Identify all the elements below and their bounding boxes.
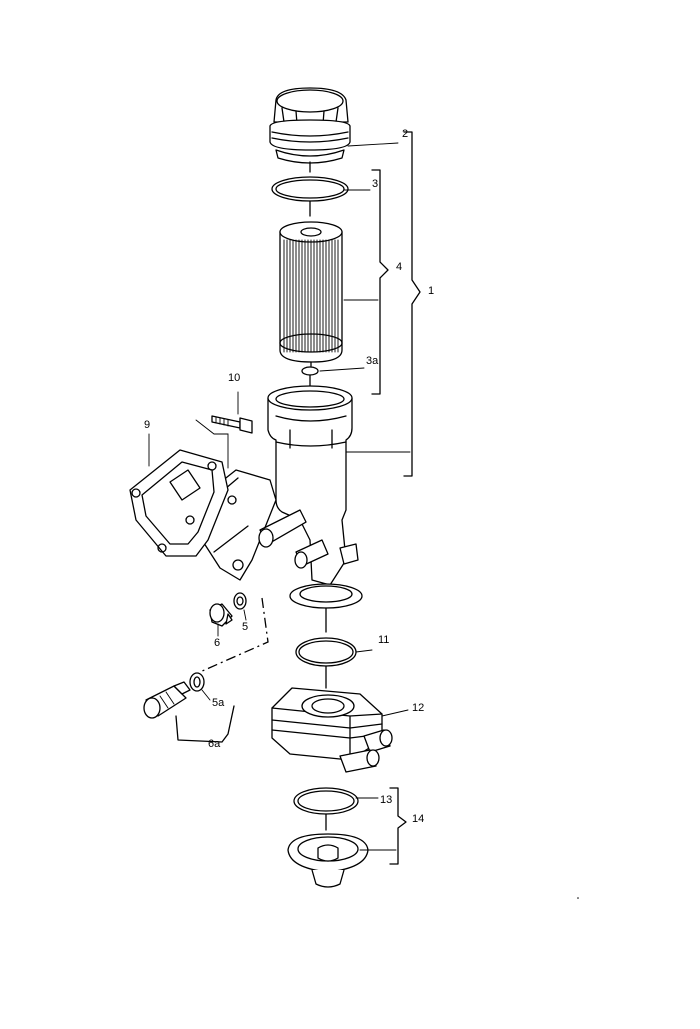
filter-element <box>279 221 343 367</box>
washer-5 <box>233 592 247 610</box>
o-ring-lower <box>293 787 359 831</box>
stray-mark <box>577 897 579 899</box>
callout-10: 10 <box>228 372 240 384</box>
callout-3: 3 <box>372 178 378 190</box>
bolt <box>211 415 253 434</box>
gasket <box>129 449 229 557</box>
callout-6: 6 <box>214 637 220 649</box>
callout-12: 12 <box>412 702 424 714</box>
bottom-cover <box>287 833 369 888</box>
callout-13: 13 <box>380 794 392 806</box>
o-ring-middle <box>295 637 357 689</box>
callout-11: 11 <box>378 634 389 646</box>
o-ring-upper <box>271 176 349 217</box>
oil-cooler <box>271 687 393 773</box>
union-fitting <box>143 681 191 719</box>
leaders <box>148 131 421 865</box>
callout-6a: 6a <box>208 738 221 750</box>
callout-3a: 3a <box>366 355 379 367</box>
filter-cap <box>269 87 351 173</box>
callout-labels: 1 2 3 3a 4 5 5a 6 6a 9 10 11 12 13 14 <box>144 128 434 825</box>
callout-4: 4 <box>396 261 402 273</box>
callout-14: 14 <box>412 813 424 825</box>
drain-plug <box>209 603 233 627</box>
callout-5: 5 <box>242 621 248 633</box>
callout-2: 2 <box>402 128 408 140</box>
washer-5a <box>189 672 205 692</box>
callout-5a: 5a <box>212 697 225 709</box>
callout-9: 9 <box>144 419 150 431</box>
callout-1: 1 <box>428 285 434 297</box>
